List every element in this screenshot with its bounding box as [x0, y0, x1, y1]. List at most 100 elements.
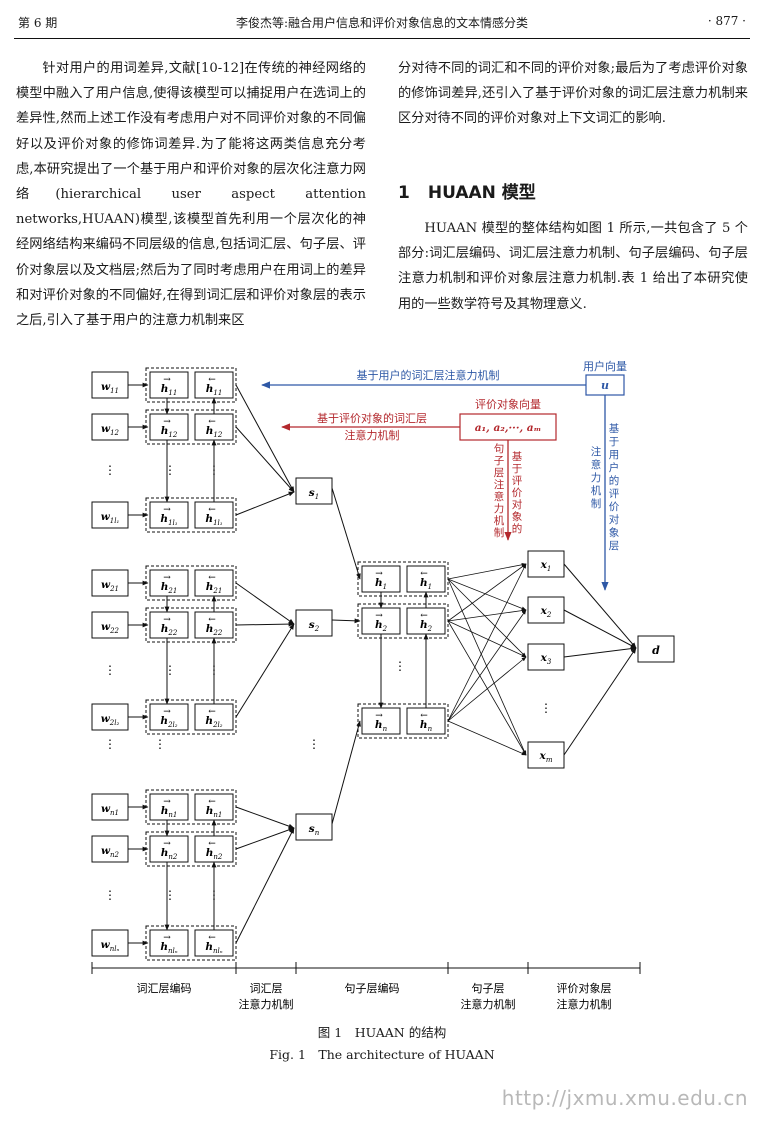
forward-arrow-glyph: →: [163, 839, 171, 849]
running-header: 第 6 期 李俊杰等:融合用户信息和评价对象信息的文本情感分类 · 877 ·: [0, 10, 764, 32]
connection-lines: [128, 382, 637, 946]
sentence-forward-hidden-symbol: hn: [375, 719, 388, 733]
ellipsis-dots: ⋮: [104, 463, 116, 477]
user-vector-symbol: u: [601, 379, 609, 392]
sentence-to-aspect-arrow: [447, 620, 527, 756]
word-embedding-box: [91, 413, 129, 441]
sentence-to-encoder-arrow: [331, 720, 361, 825]
word-backward-hidden-symbol: h1l₁: [205, 513, 222, 527]
word-bigru-group: [145, 367, 237, 403]
word-embedding-box: [91, 835, 129, 863]
word-forward-hidden-box: [149, 835, 189, 863]
word-to-sentence-arrow: [235, 621, 295, 627]
aspect-word-attention-label-line1: 基于评价对象的词汇层: [317, 411, 427, 425]
stage-label: 词汇层编码: [137, 981, 192, 995]
ellipsis-dots: ⋮: [394, 659, 406, 673]
aspect-to-document-arrow: [563, 609, 637, 649]
sentence-bigru-group: [357, 603, 449, 639]
sentence-to-aspect-arrow: [447, 562, 527, 580]
word-forward-hidden-symbol: h21: [161, 581, 178, 595]
word-backward-hidden-box: [194, 501, 234, 529]
backward-arrow-glyph: ←: [208, 505, 216, 515]
right-column-top: 分对待不同的词汇和不同的评价对象;最后为了考虑评价对象的修饰词差异,还引入了基于…: [398, 56, 748, 132]
stage-label: 注意力机制: [239, 997, 294, 1010]
sentence-backward-hidden-box: [406, 607, 446, 635]
forward-arrow-glyph: →: [163, 417, 171, 427]
backward-arrow-glyph: ←: [208, 375, 216, 385]
user-word-attention-label: 基于用户的词汇层注意力机制: [357, 368, 500, 382]
backward-arrow-glyph: ←: [420, 611, 428, 621]
forward-arrow-glyph: →: [375, 569, 383, 579]
model-overview-paragraph: HUAAN 模型的整体结构如图 1 所示,一共包含了 5 个部分:词汇层编码、词…: [398, 221, 748, 312]
word-embedding-symbol: wnlₙ: [101, 939, 120, 953]
word-bigru-group: [145, 565, 237, 601]
word-bigru-group: [145, 409, 237, 445]
site-watermark: http://jxmu.xmu.edu.cn: [501, 1086, 748, 1110]
word-forward-hidden-symbol: hnlₙ: [160, 941, 177, 955]
figure-caption-cn: 图 1 HUAAN 的结构: [317, 1025, 447, 1040]
sentence-to-encoder-arrow: [331, 618, 361, 624]
word-embedding-box: [91, 703, 129, 731]
sentence-backward-hidden-symbol: hn: [420, 719, 433, 733]
forward-arrow-glyph: →: [163, 505, 171, 515]
word-embedding-symbol: w1l₁: [101, 511, 120, 525]
word-embedding-box: [91, 793, 129, 821]
sentence-forward-hidden-symbol: h1: [375, 577, 387, 591]
word-forward-hidden-box: [149, 501, 189, 529]
ellipsis-dots: ⋮: [164, 663, 176, 677]
word-embedding-symbol: w12: [101, 423, 120, 437]
word-backward-hidden-box: [194, 929, 234, 957]
forward-arrow-glyph: →: [163, 573, 171, 583]
sentence-to-encoder-arrow: [331, 487, 361, 580]
sentence-vector-symbol: s2: [309, 619, 320, 633]
word-backward-hidden-symbol: hn2: [206, 847, 223, 861]
sentence-vector-symbol: s1: [309, 487, 319, 501]
backward-arrow-glyph: ←: [208, 573, 216, 583]
word-embedding-symbol: w22: [101, 621, 120, 635]
word-to-sentence-arrow: [235, 426, 295, 493]
right-column-bottom: HUAAN 模型的整体结构如图 1 所示,一共包含了 5 个部分:词汇层编码、词…: [398, 216, 748, 317]
forward-arrow-glyph: →: [163, 375, 171, 385]
figure-caption-en: Fig. 1 The architecture of HUAAN: [269, 1047, 495, 1062]
stage-label: 句子层编码: [345, 981, 400, 995]
sentence-forward-hidden-box: [361, 607, 401, 635]
ellipsis-dots: ⋮: [164, 888, 176, 902]
ellipsis-dots: ⋮: [104, 663, 116, 677]
ellipsis-dots: ⋮: [208, 663, 220, 677]
word-embedding-symbol: wn2: [101, 845, 120, 859]
word-forward-hidden-symbol: h2l₂: [160, 715, 177, 729]
aspect-word-attention-label-line2: 注意力机制: [345, 428, 400, 442]
backward-arrow-glyph: ←: [208, 615, 216, 625]
left-column: 针对用户的用词差异,文献[10-12]在传统的神经网络的模型中融入了用户信息,使…: [16, 56, 366, 333]
aspect-to-document-arrow: [563, 646, 637, 658]
stage-label: 注意力机制: [461, 997, 516, 1010]
ellipsis-dots: ⋮: [540, 701, 552, 715]
header-rule: [14, 38, 750, 39]
word-backward-hidden-symbol: h11: [206, 383, 223, 397]
aspect-vector-box: [527, 596, 565, 624]
word-backward-hidden-box: [194, 371, 234, 399]
word-forward-hidden-symbol: hn1: [161, 805, 178, 819]
running-title: 李俊杰等:融合用户信息和评价对象信息的文本情感分类: [235, 16, 529, 30]
section-number: 1: [398, 183, 410, 203]
word-backward-hidden-symbol: h12: [206, 425, 223, 439]
ellipsis-dots: ⋮: [208, 888, 220, 902]
aspect-vector-box: [459, 413, 557, 441]
word-forward-hidden-symbol: h22: [161, 623, 178, 637]
sentence-to-aspect-arrow: [447, 578, 527, 658]
backward-arrow-glyph: ←: [420, 569, 428, 579]
forward-arrow-glyph: →: [163, 933, 171, 943]
sentence-vector-symbol: sn: [309, 823, 320, 837]
sentence-bigru-group: [357, 703, 449, 739]
stage-label: 句子层: [472, 982, 505, 995]
word-to-sentence-arrow: [235, 582, 295, 625]
word-embedding-box: [91, 611, 129, 639]
sentence-forward-hidden-box: [361, 707, 401, 735]
word-forward-hidden-symbol: hn2: [161, 847, 178, 861]
aspect-sentence-attention-label-col2: 句子层注意力机制: [494, 442, 505, 539]
aspect-vector-symbol: x2: [540, 605, 552, 619]
forward-arrow-glyph: →: [163, 615, 171, 625]
word-forward-hidden-symbol: h11: [161, 383, 178, 397]
